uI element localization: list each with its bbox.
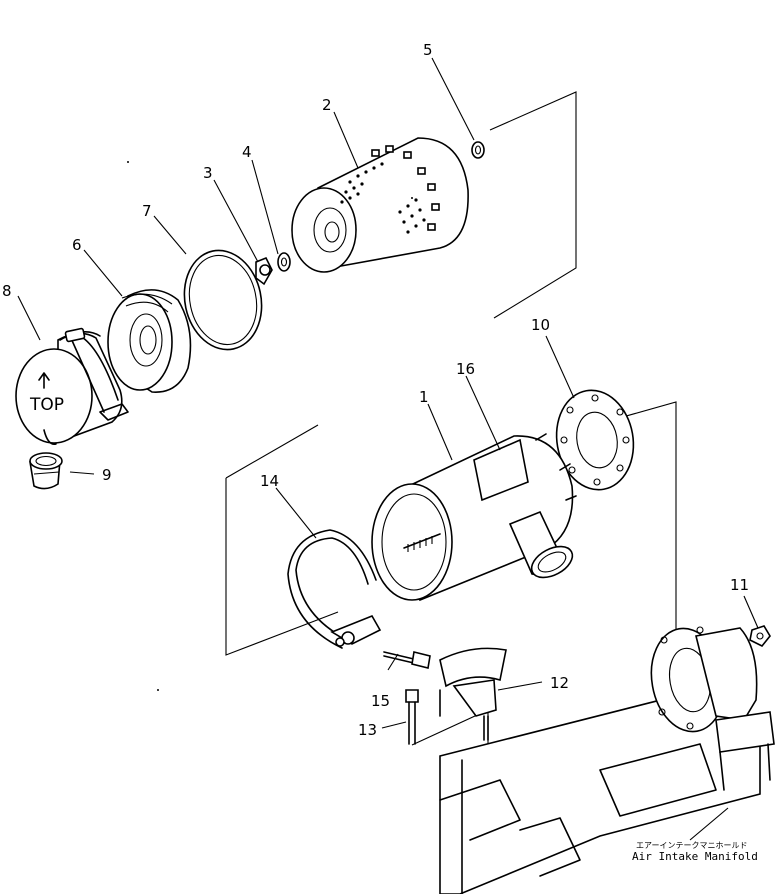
manifold-caption: エアーインテークマニホールド Air Intake Manifold xyxy=(632,841,758,863)
leader-lines xyxy=(17,57,759,841)
part-3-wing-nut xyxy=(255,256,273,286)
manifold-caption-japanese: エアーインテークマニホールド xyxy=(636,841,748,850)
label-part-16: 16 xyxy=(456,360,475,378)
part-13-bolt xyxy=(405,689,419,745)
part-10-flange-gasket xyxy=(555,389,635,491)
air-intake-manifold xyxy=(439,626,775,894)
label-part-10: 10 xyxy=(531,316,550,334)
label-part-6: 6 xyxy=(72,236,82,254)
label-part-3: 3 xyxy=(203,164,213,182)
part-12-bracket xyxy=(439,647,507,741)
label-part-9: 9 xyxy=(102,466,112,484)
background-specks xyxy=(127,161,413,691)
part-8-dust-cap: TOP xyxy=(15,327,129,446)
part-5-o-ring xyxy=(471,141,485,159)
label-part-5: 5 xyxy=(423,41,433,59)
label-part-2: 2 xyxy=(322,96,332,114)
part-2-filter-element xyxy=(291,137,469,273)
part-6-cover xyxy=(107,289,192,393)
part-11-nut xyxy=(749,625,771,648)
part-14-band-clamp xyxy=(287,529,382,649)
part-4-washer xyxy=(277,252,291,272)
label-part-1: 1 xyxy=(419,388,429,406)
label-part-13: 13 xyxy=(358,721,377,739)
label-part-11: 11 xyxy=(730,576,749,594)
part-7-gasket-ring xyxy=(183,249,263,351)
label-part-12: 12 xyxy=(550,674,569,692)
label-part-14: 14 xyxy=(260,472,279,490)
manifold-caption-english: Air Intake Manifold xyxy=(632,850,758,863)
part-9-fitting xyxy=(29,452,63,490)
part-15-bolt xyxy=(383,651,431,669)
part-1-air-cleaner-body xyxy=(371,433,577,602)
label-part-4: 4 xyxy=(242,143,252,161)
cap-top-label: TOP xyxy=(29,395,64,415)
part-number-labels: 8 6 7 3 4 2 5 9 10 16 1 14 15 13 12 11 xyxy=(2,41,749,739)
label-part-7: 7 xyxy=(142,202,152,220)
label-part-15: 15 xyxy=(371,692,390,710)
label-part-8: 8 xyxy=(2,282,12,300)
